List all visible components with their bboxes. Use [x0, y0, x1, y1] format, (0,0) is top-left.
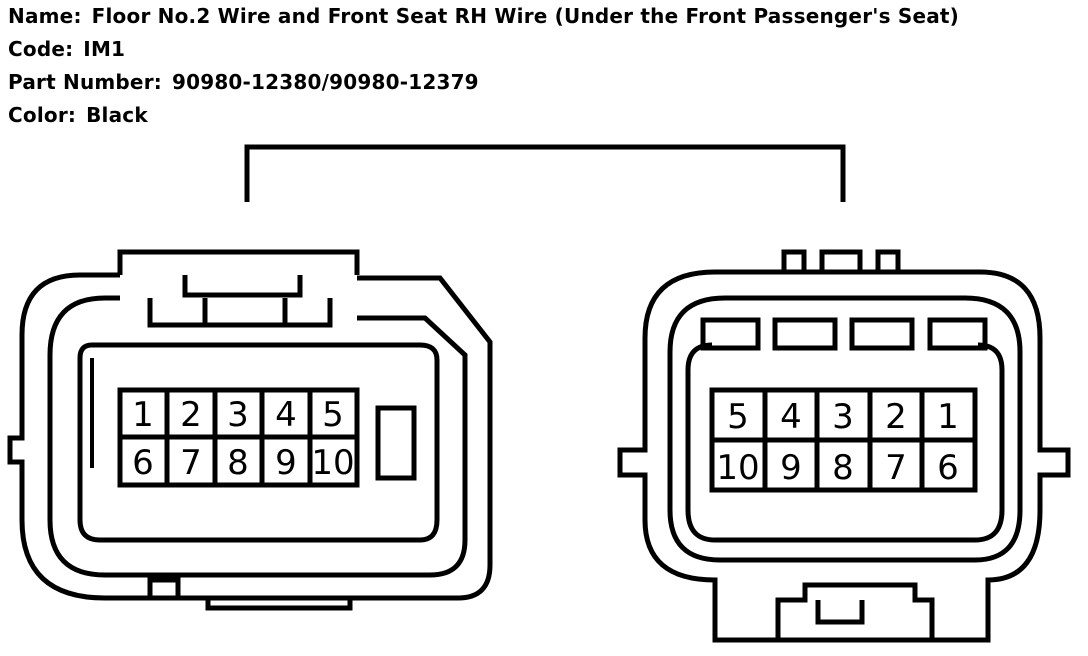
- left-pin-label: 9: [275, 443, 297, 483]
- right-pin-label: 6: [937, 448, 959, 488]
- connector-name-line: Name: Floor No.2 Wire and Front Seat RH W…: [8, 4, 959, 28]
- part-number-value: 90980-12380/90980-12379: [171, 70, 479, 94]
- left-pin-label: 5: [322, 395, 344, 435]
- right-pin-label: 8: [832, 448, 854, 488]
- part-number-line: Part Number: 90980-12380/90980-12379: [8, 70, 479, 94]
- left-pin-label: 6: [132, 443, 154, 483]
- color-label: Color:: [8, 103, 77, 127]
- left-pin-label: 1: [132, 395, 154, 435]
- name-value: Floor No.2 Wire and Front Seat RH Wire (…: [91, 4, 960, 28]
- left-pin-label: 4: [275, 395, 297, 435]
- left-connector-housing: [7, 249, 493, 611]
- color-line: Color: Black: [8, 103, 148, 127]
- right-pin-label: 1: [937, 397, 959, 437]
- right-pin-label: 10: [716, 448, 759, 488]
- color-value: Black: [86, 103, 148, 127]
- code-value: IM1: [83, 37, 126, 61]
- code-label: Code:: [8, 37, 74, 61]
- left-pin-label: 2: [180, 395, 202, 435]
- connector-code-line: Code: IM1: [8, 37, 125, 61]
- right-pin-label: 9: [780, 448, 802, 488]
- left-pin-label: 7: [180, 443, 202, 483]
- right-connector-housing: [617, 249, 1071, 643]
- name-label: Name:: [8, 4, 82, 28]
- left-pin-label: 10: [311, 443, 354, 483]
- left-pin-label: 8: [227, 443, 249, 483]
- right-pin-label: 2: [885, 397, 907, 437]
- right-pin-label: 3: [832, 397, 854, 437]
- right-pin-label: 4: [780, 397, 802, 437]
- mating-bracket: [244, 144, 846, 202]
- part-number-label: Part Number:: [8, 70, 162, 94]
- right-pin-label: 5: [727, 397, 749, 437]
- right-pin-label: 7: [885, 448, 907, 488]
- left-pin-label: 3: [227, 395, 249, 435]
